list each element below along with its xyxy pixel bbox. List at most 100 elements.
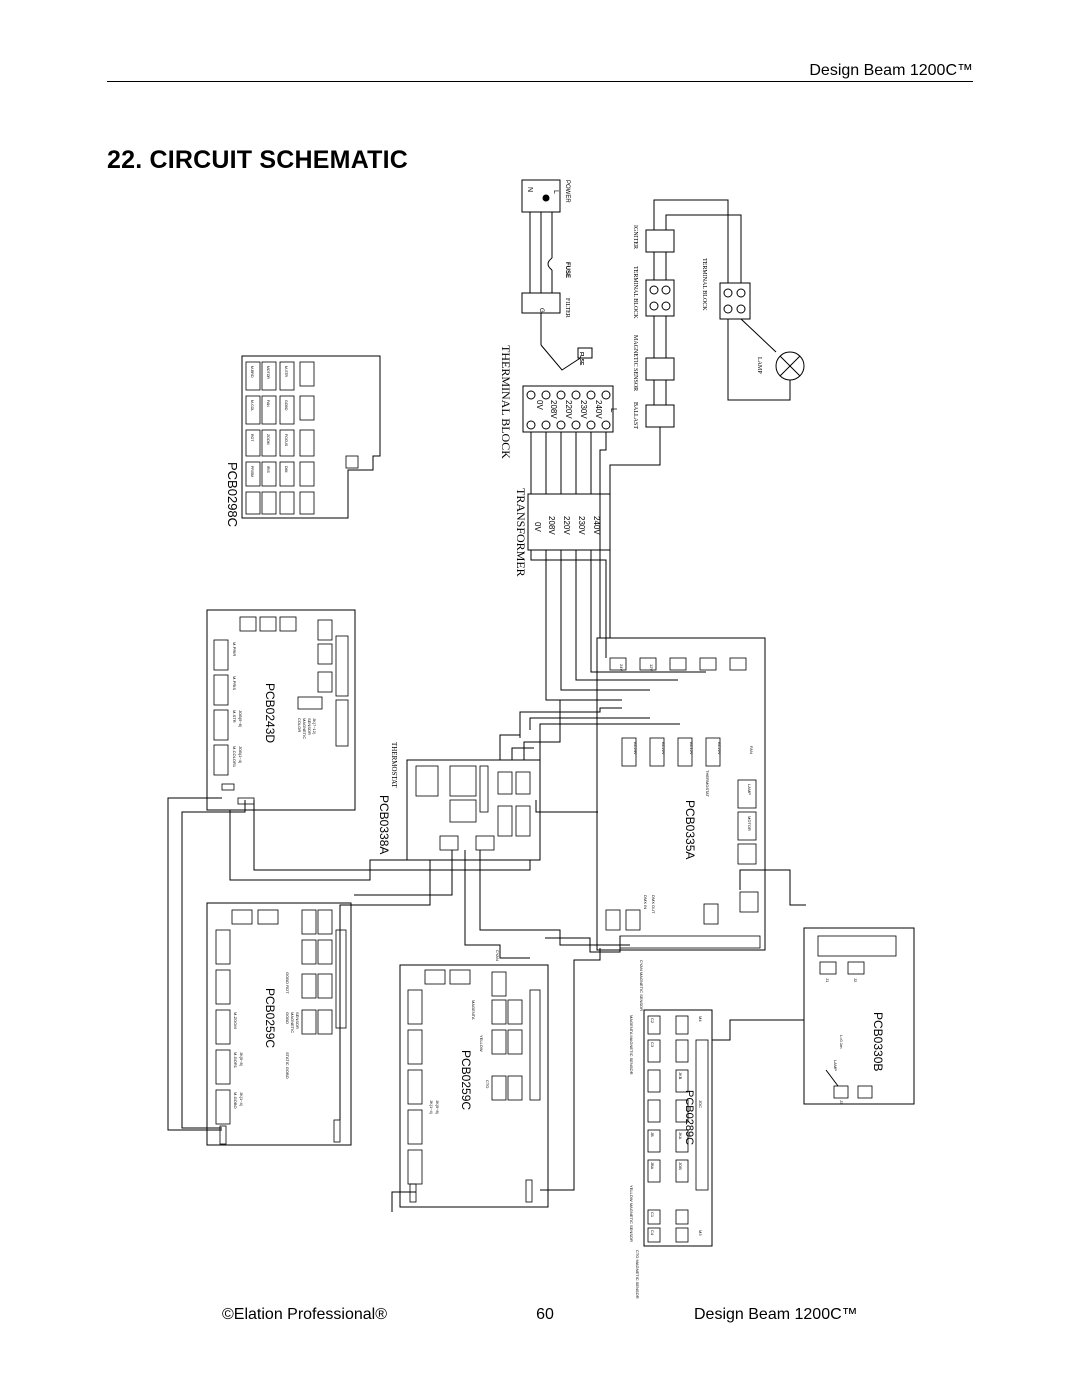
lamp-label: LAMP [756, 357, 762, 374]
terminal-block-main-label: THERMINAL BLOCK [499, 345, 513, 459]
pcb0259c-a-label: PCB0259C [263, 988, 277, 1048]
pcb0298c-cell-0: M-BRD [250, 366, 254, 378]
pcb0243d-note-1: M-STR [232, 710, 237, 723]
pcb0298c-cell-2: M-STR [284, 366, 288, 378]
pcb0298c-cell-5: GOBO [284, 400, 288, 411]
pcb0259c-a-note-5: GOBO ROT [285, 972, 290, 994]
pcb0335a-note-2: AC12V [689, 742, 694, 755]
pcb0289c-note-4: JBA [650, 1162, 655, 1170]
power-label: POWER [564, 180, 570, 203]
signal-wiring [167, 700, 806, 1212]
igniter-label: IGNITER [632, 225, 638, 249]
power-l-label: L [552, 190, 559, 194]
pcb0259c-a-note-9: JK(5~8) [239, 1052, 244, 1067]
pcb0289c-note-7: JKB [678, 1072, 683, 1080]
pcb0289c-note-2: MAGENTA MAGNETIC SENSOR [629, 1015, 634, 1075]
pcb0298c-cell-3: M-COL [250, 400, 254, 411]
pcb0298c-cell-10: IRIS [266, 466, 270, 473]
pcb0243d-notes: M-COLOR1 M-STR M-PRIS M-PRIR JOB(1~4) JO… [232, 642, 317, 768]
pcb0330b-note-3: J3 [839, 1100, 844, 1105]
pcb0298c-cell-6: ROT [250, 434, 254, 442]
pcb0289c-note-8: JOB [678, 1162, 683, 1170]
pcb0243d-note-4: JOB(1~4) [238, 746, 243, 764]
power-n-label: N [526, 187, 533, 192]
main-terminal-block [522, 385, 614, 433]
pcb0243d-note-6: COLOR [297, 718, 302, 732]
pcb0335a-note-7: MOTOR [747, 816, 752, 831]
pcb0259c-b-note-2: YELLOW [479, 1035, 484, 1052]
footer-copyright: ©Elation Professional® [222, 1306, 387, 1323]
pcb0298c-cell-11: DIM [284, 466, 288, 473]
pcb0243d-note-5: JOB(5~8) [238, 710, 243, 728]
pcb0289c-note-14: M3 [698, 1230, 703, 1236]
pcb0259c-a-note-0: M-GOBO [233, 1092, 238, 1109]
tb-volt-1: 208V [549, 400, 558, 419]
ballast-label: BALLAST [632, 402, 638, 429]
thermostat-label: THERMOSTAT [390, 742, 398, 788]
pcb0259c-b-notes: CYAN MAGENTA YELLOW CTO JK(1~4) JK(5~8) [429, 950, 500, 1115]
pcb0259c-a-note-6: MAGNETIC [290, 1012, 295, 1033]
pcb0335a-note-6: LAMP [747, 784, 752, 795]
pcb0289c-note-13: C4 [650, 1230, 655, 1236]
pcb0330b-note-2: J2 [853, 978, 858, 983]
terminal-block-1-box [645, 279, 675, 317]
pcb0289c-notes: CTO MAGNETIC SENSOR YELLOW MAGNETIC SENS… [629, 960, 703, 1299]
tb-volt-3: 230V [579, 400, 588, 419]
transformer-tap-labels: 0V 208V 220V 230V 240V [533, 516, 601, 535]
pcb0259c-a-note-4: GOBO [285, 1012, 290, 1024]
pcb0330b-label: PCB0330B [871, 1012, 885, 1071]
header-title: Design Beam 1200C™ [809, 62, 973, 79]
pcb0259c-a-board [206, 902, 352, 1146]
pcb0335a-notes: AC24V AC22V AC12V AC22V THERMOSTAT FAN L… [619, 664, 754, 914]
footer-product-name: Design Beam 1200C™ [694, 1306, 858, 1323]
pcb0335a-note-10: 24V [619, 664, 624, 671]
pcb0330b-notes: LAMP J1 J2 J3 L=0.1m [825, 978, 858, 1105]
pcb0338a-label: PCB0338A [377, 795, 391, 854]
pcb0289c-label: PCB0289C [683, 1090, 695, 1145]
pcb0259c-b-note-3: CTO [485, 1080, 490, 1088]
pcb0243d-label: PCB0243D [263, 683, 277, 743]
pcb0298c-cell-8: FOCUS [284, 434, 288, 447]
pcb0259c-a-note-7: SENSOR [295, 1012, 300, 1029]
transformer-tap-4: 240V [592, 516, 601, 535]
tb-volt-4: 240V [594, 400, 603, 419]
page-title: 22. CIRCUIT SCHEMATIC [107, 146, 408, 174]
pcb0289c-note-10: C1 [650, 1212, 655, 1218]
terminal-block-1-label: TERMINAL BLOCK [632, 266, 638, 319]
pcb0259c-b-note-1: MAGENTA [471, 1000, 476, 1020]
pcb0259c-b-board [399, 964, 549, 1208]
pcb0289c-note-15: M4 [698, 1016, 703, 1022]
tb-volt-5: L [609, 408, 618, 413]
pcb0335a-note-0: AC24V [633, 742, 638, 755]
pcb0298c-cell-7: ZOOM [266, 434, 270, 445]
pcb0289c-note-3: CYAN MAGNETIC SENSOR [639, 960, 644, 1011]
fuse-box [577, 347, 593, 359]
pcb0335a-note-5: FAN [749, 746, 754, 754]
filter-label: FILTER [564, 298, 570, 318]
transformer-tap-1: 208V [547, 516, 556, 535]
transformer-tap-3: 230V [577, 516, 586, 535]
pcb0243d-note-8: SENSOR [307, 718, 312, 735]
footer-page-number: 60 [536, 1306, 554, 1323]
tb-volt-2: 220V [564, 400, 573, 419]
pcb0289c-note-1: YELLOW MAGNETIC SENSOR [629, 1185, 634, 1242]
ballast-lamp-section [599, 199, 805, 660]
pcb0259c-a-note-3: STATIC GOBO [285, 1052, 290, 1079]
pcb0298c-cell-1: MOTOR [266, 366, 270, 379]
pcb0335a-note-11: 12V [649, 664, 654, 671]
fuse-label-2: FUSE [578, 352, 584, 366]
pcb0335a-note-3: AC22V [717, 742, 722, 755]
pcb0335a-note-9: DMX OUT [651, 895, 656, 914]
pcb0338a-board [406, 759, 541, 861]
igniter-box [645, 229, 675, 253]
pcb0335a-board [596, 637, 766, 951]
pcb0298c-cell-9: PRISM [250, 466, 254, 477]
pcb0243d-note-7: MAGNETIC [302, 718, 307, 739]
pcb0289c-note-6: JKA [678, 1132, 683, 1140]
pcb0335a-note-4: THERMOSTAT [705, 770, 710, 798]
power-connector [521, 179, 561, 213]
pcb0335a-note-1: AC22V [661, 742, 666, 755]
transformer-tap-2: 220V [562, 516, 571, 535]
pcb0243d-note-3: M-PRIR [232, 642, 237, 656]
pcb0298c-cell-labels: M-BRD MOTOR M-STR M-COL FAN GOBO ROT ZOO… [250, 366, 288, 477]
